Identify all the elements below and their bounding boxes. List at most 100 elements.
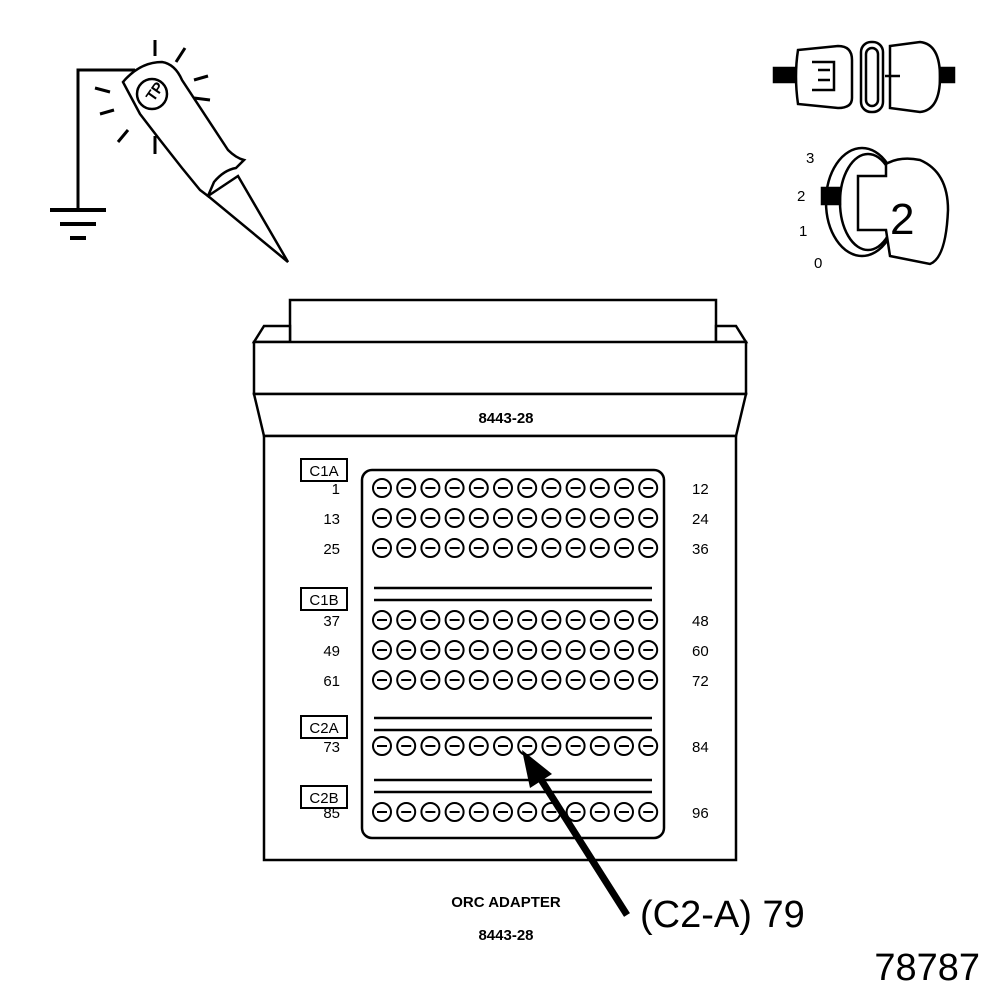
pin-socket (638, 478, 659, 498)
adapter-part-number-bottom: 8443-28 (478, 927, 533, 944)
row-end-number: 60 (692, 643, 709, 660)
row-start-number: 37 (323, 613, 340, 630)
pin-socket (614, 478, 634, 498)
row-end-number: 84 (692, 739, 709, 756)
pin-socket (565, 736, 586, 756)
ground-probe-icon: TP (50, 40, 290, 263)
row-start-number: 1 (332, 481, 340, 498)
pin-socket (468, 736, 489, 756)
pin-socket (468, 640, 489, 660)
pin-socket (444, 610, 465, 630)
pin-socket (517, 802, 538, 822)
adapter-body (251, 298, 749, 862)
pin-socket (638, 610, 659, 630)
pin-socket (517, 478, 538, 498)
pin-socket (517, 538, 538, 558)
row-start-number: 61 (323, 673, 340, 690)
ignition-position-2: 2 (797, 188, 805, 205)
row-start-number: 85 (323, 805, 340, 822)
pin-socket (372, 670, 392, 690)
pin-socket (493, 736, 513, 756)
row-end-number: 72 (692, 673, 709, 690)
pin-socket (468, 670, 489, 690)
pin-socket (541, 538, 562, 558)
pin-socket (565, 670, 586, 690)
pin-socket (372, 478, 392, 498)
section-label-box (300, 715, 348, 739)
pin-socket (517, 610, 538, 630)
pin-socket (396, 538, 417, 558)
pin-socket (541, 610, 562, 630)
pin-socket (541, 508, 562, 528)
pin-socket (517, 670, 538, 690)
pin-socket (589, 508, 610, 528)
pin-socket (444, 538, 465, 558)
ignition-position-1: 1 (799, 223, 807, 240)
pin-socket (372, 508, 392, 528)
ignition-position-0: 0 (814, 255, 822, 272)
pin-socket (396, 478, 417, 498)
pin-socket (614, 610, 634, 630)
pin-socket (493, 508, 513, 528)
pin-socket (565, 508, 586, 528)
ignition-position-3: 3 (806, 150, 814, 167)
row-start-number: 13 (323, 511, 340, 528)
pin-socket (517, 640, 538, 660)
pin-socket (614, 640, 634, 660)
pin-socket (614, 508, 634, 528)
pin-socket (372, 610, 392, 630)
pin-socket (420, 538, 441, 558)
row-end-number: 96 (692, 805, 709, 822)
row-start-number: 73 (323, 739, 340, 756)
pin-socket (493, 670, 513, 690)
row-start-number: 49 (323, 643, 340, 660)
adapter-name: ORC ADAPTER (451, 894, 561, 911)
pin-socket (541, 736, 562, 756)
pin-socket (468, 802, 489, 822)
pin-socket (444, 508, 465, 528)
pin-socket (565, 610, 586, 630)
pin-socket (493, 802, 513, 822)
pin-socket (420, 640, 441, 660)
pin-socket (638, 736, 659, 756)
pin-socket (541, 670, 562, 690)
pin-socket (444, 802, 465, 822)
pin-socket (444, 478, 465, 498)
section-label-box (300, 458, 348, 482)
pin-socket (638, 802, 659, 822)
pin-socket (396, 508, 417, 528)
section-label-box (300, 785, 348, 809)
pin-socket (396, 610, 417, 630)
pin-socket (614, 802, 634, 822)
pin-socket (565, 640, 586, 660)
pin-socket (589, 610, 610, 630)
pin-socket (614, 538, 634, 558)
pin-socket (517, 736, 538, 756)
pin-socket (589, 670, 610, 690)
pin-socket (468, 538, 489, 558)
row-start-number: 25 (323, 541, 340, 558)
callout-label: (C2-A) 79 (640, 894, 805, 936)
pin-socket (541, 478, 562, 498)
pin-socket (468, 610, 489, 630)
pin-socket (589, 478, 610, 498)
section-label-box (300, 587, 348, 611)
pin-socket (638, 670, 659, 690)
pin-socket (396, 802, 417, 822)
pin-socket (493, 478, 513, 498)
pin-socket (493, 640, 513, 660)
pin-socket (420, 802, 441, 822)
pin-socket (372, 538, 392, 558)
row-end-number: 36 (692, 541, 709, 558)
pin-socket (493, 610, 513, 630)
pin-socket (565, 802, 586, 822)
section-label: C1B (309, 592, 338, 609)
pin-socket (420, 736, 441, 756)
pin-socket (638, 538, 659, 558)
section-label: C2B (309, 790, 338, 807)
pin-socket (420, 508, 441, 528)
pin-socket (565, 478, 586, 498)
pin-socket (589, 538, 610, 558)
